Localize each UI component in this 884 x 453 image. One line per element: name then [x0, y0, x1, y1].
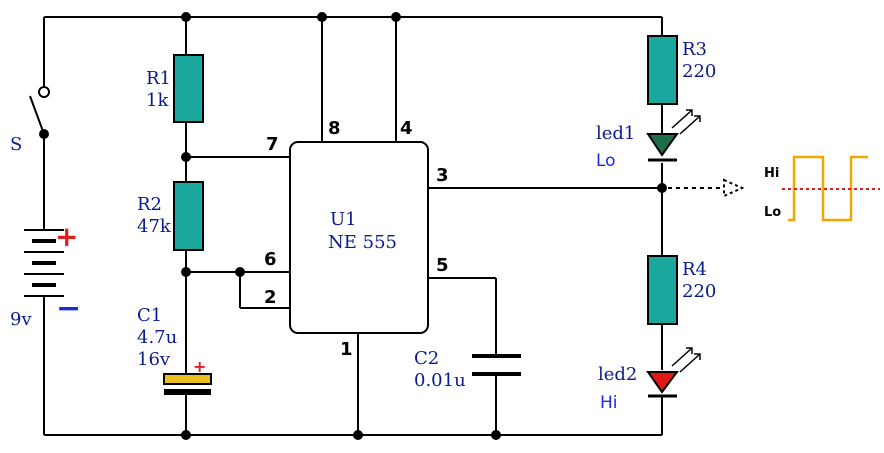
pin-5-label: 5: [436, 255, 449, 276]
square-wave-icon: [782, 155, 880, 222]
switch-s: S: [10, 86, 50, 155]
r4-value: 220: [682, 281, 716, 302]
capacitor-c1: [163, 373, 212, 395]
c2-value: 0.01u: [414, 370, 466, 391]
led2-light-arrows-icon: [671, 347, 701, 373]
r1-value: 1k: [146, 90, 169, 111]
r3-value: 220: [682, 61, 716, 82]
r1-name: R1: [146, 68, 171, 89]
c1-voltage: 16v: [137, 349, 171, 370]
resistor-r1: [173, 54, 204, 123]
battery-minus-sign: −: [56, 291, 81, 326]
resistor-r4: [647, 255, 678, 325]
r3-name: R3: [682, 39, 707, 60]
led1-name: led1: [596, 123, 635, 144]
pin-7-label: 7: [266, 134, 279, 155]
r2-name: R2: [137, 194, 162, 215]
ic-u1: [289, 141, 429, 334]
capacitor-c2: [472, 354, 521, 376]
pin-4-label: 4: [400, 118, 413, 139]
resistor-r2: [173, 181, 204, 251]
led1: [646, 133, 679, 162]
led2-name: led2: [598, 364, 637, 385]
ic-part: NE 555: [328, 232, 397, 253]
c1-name: C1: [137, 305, 162, 326]
led2-state: Hi: [600, 393, 618, 413]
led1-state: Lo: [596, 151, 616, 171]
wires: [43, 16, 663, 436]
battery-label: 9v: [10, 309, 32, 330]
junction-dots: [181, 12, 667, 440]
pin-3-label: 3: [436, 165, 449, 186]
c1-value: 4.7u: [137, 327, 177, 348]
switch-lever: [29, 95, 45, 135]
switch-label: S: [10, 134, 22, 155]
c1-plus-sign: +: [193, 357, 206, 376]
waveform-hi-label: Hi: [764, 166, 779, 181]
ic-name: U1: [330, 209, 357, 230]
pin-8-label: 8: [328, 118, 341, 139]
c2-name: C2: [414, 348, 439, 369]
pin-6-label: 6: [264, 249, 277, 270]
resistor-r3: [647, 35, 678, 105]
pin-1-label: 1: [340, 339, 353, 360]
switch-bottom-terminal: [39, 129, 49, 139]
led1-light-arrows-icon: [671, 109, 701, 135]
output-arrow-icon: [668, 178, 745, 198]
r4-name: R4: [682, 259, 707, 280]
waveform-lo-label: Lo: [764, 205, 781, 220]
battery-plus-sign: +: [55, 220, 78, 253]
led2: [646, 371, 679, 398]
pin-2-label: 2: [264, 287, 277, 308]
switch-top-terminal: [38, 86, 50, 98]
r2-value: 47k: [137, 216, 172, 237]
battery: [24, 229, 64, 297]
